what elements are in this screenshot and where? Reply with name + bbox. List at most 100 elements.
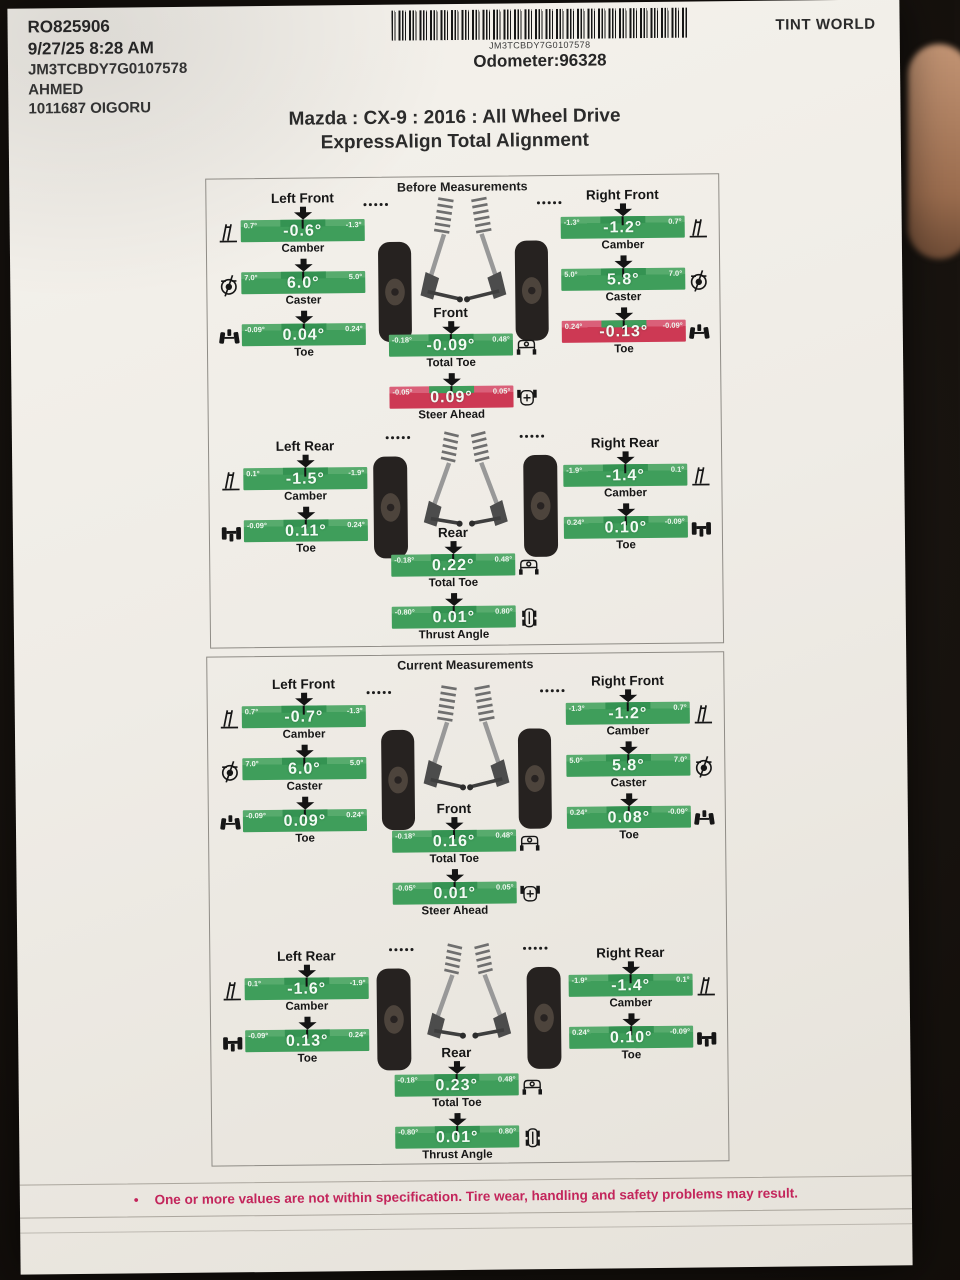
spec-range-max: 0.1° xyxy=(676,974,690,984)
spec-range-min: 0.24° xyxy=(564,321,583,331)
spec-range-min: 7.0° xyxy=(244,273,258,283)
spec-range-min: -0.09° xyxy=(248,1031,269,1041)
gauge-toe: -0.09°0.13°0.24°Toe xyxy=(219,1015,370,1069)
pointer-arrow-icon xyxy=(245,1016,369,1030)
gauge-caster: 5.0°5.8°7.0°Caster xyxy=(561,253,712,307)
pointer-arrow-icon xyxy=(243,454,367,468)
gauge-toe: 0.24° 0.08° -0.09° Toe xyxy=(566,791,718,845)
spec-range-min: -0.18° xyxy=(391,335,413,345)
front-toe-icon xyxy=(217,811,243,834)
gauge-camber: -1.3°-1.2°0.7°Camber xyxy=(560,201,711,255)
gauge-caption: Camber xyxy=(606,725,650,738)
spec-range-max: 0.80° xyxy=(495,606,513,616)
wheel-label: Rear xyxy=(437,524,468,541)
spec-range-min: 0.24° xyxy=(566,517,585,527)
spec-range-min: 0.24° xyxy=(569,807,588,817)
gauge-total-toe: -0.18°0.16°0.48°Total Toe xyxy=(392,815,543,869)
total-toe-icon xyxy=(516,830,542,853)
camber-icon xyxy=(215,221,241,244)
gauge-stack: 0.24°0.10°-0.09°Toe xyxy=(563,502,689,555)
spec-range-min: -0.09° xyxy=(244,325,265,335)
report-datetime: 9/27/25 8:28 AM xyxy=(27,38,154,59)
gauge-caption: Camber xyxy=(604,487,647,500)
gauge-caption: Caster xyxy=(605,291,642,304)
spec-range-min: -0.18° xyxy=(394,555,415,565)
warning-text: One or more values are not within specif… xyxy=(154,1185,798,1208)
pointer-arrow-icon xyxy=(242,692,366,706)
gauge-stack: -0.05°0.09°0.05°Steer Ahead xyxy=(389,371,514,424)
gauge-stack: -0.18°0.23°0.48°Total Toe xyxy=(394,1059,519,1112)
measurement-value: 0.08° xyxy=(607,809,651,827)
gauge-thrust-angle: -0.80°0.01°0.80°Thrust Angle xyxy=(391,591,543,645)
measurement-group-rc: Rear-0.18°0.23°0.48°Total Toe-0.80°0.01°… xyxy=(394,1044,545,1165)
gauge-caption: Caster xyxy=(286,780,323,793)
spec-range-max: 0.05° xyxy=(495,882,514,892)
gauge-steer-ahead: -0.05°0.09°0.05°Steer Ahead xyxy=(389,371,540,425)
spec-range-max: -0.09° xyxy=(669,1026,691,1036)
gauge-stack: 0.24° 0.08° -0.09° Toe xyxy=(566,792,692,845)
gauge-caption: Toe xyxy=(296,542,316,555)
spec-range-min: -0.05° xyxy=(395,883,416,893)
measurement-value: 6.0° xyxy=(286,274,320,292)
wheel-label: Left Rear xyxy=(275,438,335,454)
measurement-value: -1.5° xyxy=(285,470,325,488)
spec-range-max: 0.24° xyxy=(345,324,363,334)
pointer-arrow-icon xyxy=(389,320,513,335)
gauge-caption: Caster xyxy=(285,294,322,307)
measurement-bar: 7.0°6.0°5.0° xyxy=(241,270,366,295)
gauge-stack: 0.24°-0.13°-0.09°Toe xyxy=(561,306,687,359)
spec-range-min: 0.7° xyxy=(243,221,258,231)
spec-range-min: 0.1° xyxy=(246,469,260,479)
gauge-thrust-angle: -0.80°0.01°0.80°Thrust Angle xyxy=(395,1111,546,1165)
pointer-arrow-icon xyxy=(243,796,367,810)
gauge-total-toe: -0.18°-0.09°0.48°Total Toe xyxy=(388,319,540,373)
measurement-bar: 0.24°0.10°-0.09° xyxy=(563,515,688,539)
spec-range-min: 7.0° xyxy=(245,759,259,769)
gauge-stack: -0.80°0.01°0.80°Thrust Angle xyxy=(391,591,517,644)
gauge-caption: Toe xyxy=(619,829,639,842)
measurement-bar: -0.80°0.01°0.80° xyxy=(395,1125,520,1149)
gauge-camber: -1.9°-1.4°0.1°Camber xyxy=(568,959,719,1013)
spec-range-min: -1.9° xyxy=(566,465,583,475)
total-toe-icon xyxy=(513,334,539,357)
spec-range-max: 0.1° xyxy=(670,464,685,474)
measurement-bar: 0.1°-1.6°-1.9° xyxy=(244,976,369,1001)
gauge-caster: 7.0°6.0°5.0°Caster xyxy=(215,257,366,311)
front-toe-icon xyxy=(686,320,712,343)
gauge-caption: Total Toe xyxy=(426,356,476,370)
wheel-label: Left Rear xyxy=(276,948,336,964)
gauge-caption: Camber xyxy=(609,997,653,1010)
measurement-value: 0.01° xyxy=(432,608,476,627)
measurement-bar: 0.7°-0.7°-1.3° xyxy=(241,704,366,729)
gauge-caption: Total Toe xyxy=(432,1096,482,1110)
measurement-value: -0.09° xyxy=(426,336,476,355)
gauge-caption: Toe xyxy=(616,539,636,552)
spec-range-min: -0.18° xyxy=(395,831,416,841)
rear-toe-icon xyxy=(218,521,244,544)
spec-range-min: 5.0° xyxy=(569,755,583,765)
measurement-bar: 0.24°0.10°-0.09° xyxy=(569,1025,694,1049)
spec-range-min: -0.80° xyxy=(398,1127,419,1137)
gauge-stack: -0.09°0.09°0.24°Toe xyxy=(242,795,368,848)
gauge-camber: 0.7°-0.6°-1.3°Camber xyxy=(214,205,365,259)
spec-range-min: -1.3° xyxy=(563,217,580,227)
measurement-bar: -0.09°0.13°0.24° xyxy=(245,1028,370,1053)
report-title: Mazda : CX-9 : 2016 : All Wheel Drive Ex… xyxy=(8,101,900,158)
spec-range-max: 0.24° xyxy=(347,519,365,530)
spec-range-max: -0.09° xyxy=(667,806,688,816)
measurement-group-fc: Front-0.18°0.16°0.48°Total Toe-0.05°0.01… xyxy=(392,800,543,921)
gauge-stack: 7.0°6.0°5.0°Caster xyxy=(242,743,367,796)
measurement-bar: -1.9°-1.4°0.1° xyxy=(563,463,688,487)
spec-range-max: -1.3° xyxy=(345,220,362,230)
measurement-value: -0.7° xyxy=(284,708,324,726)
wheel-label: Right Front xyxy=(585,186,659,203)
spec-range-max: -0.09° xyxy=(664,516,685,526)
gauge-total-toe: -0.18°0.23°0.48°Total Toe xyxy=(394,1059,545,1113)
measurement-value: 0.04° xyxy=(282,326,326,344)
ro-number: RO825906 xyxy=(27,16,110,37)
measurement-bar: -0.05°0.09°0.05° xyxy=(389,385,514,409)
